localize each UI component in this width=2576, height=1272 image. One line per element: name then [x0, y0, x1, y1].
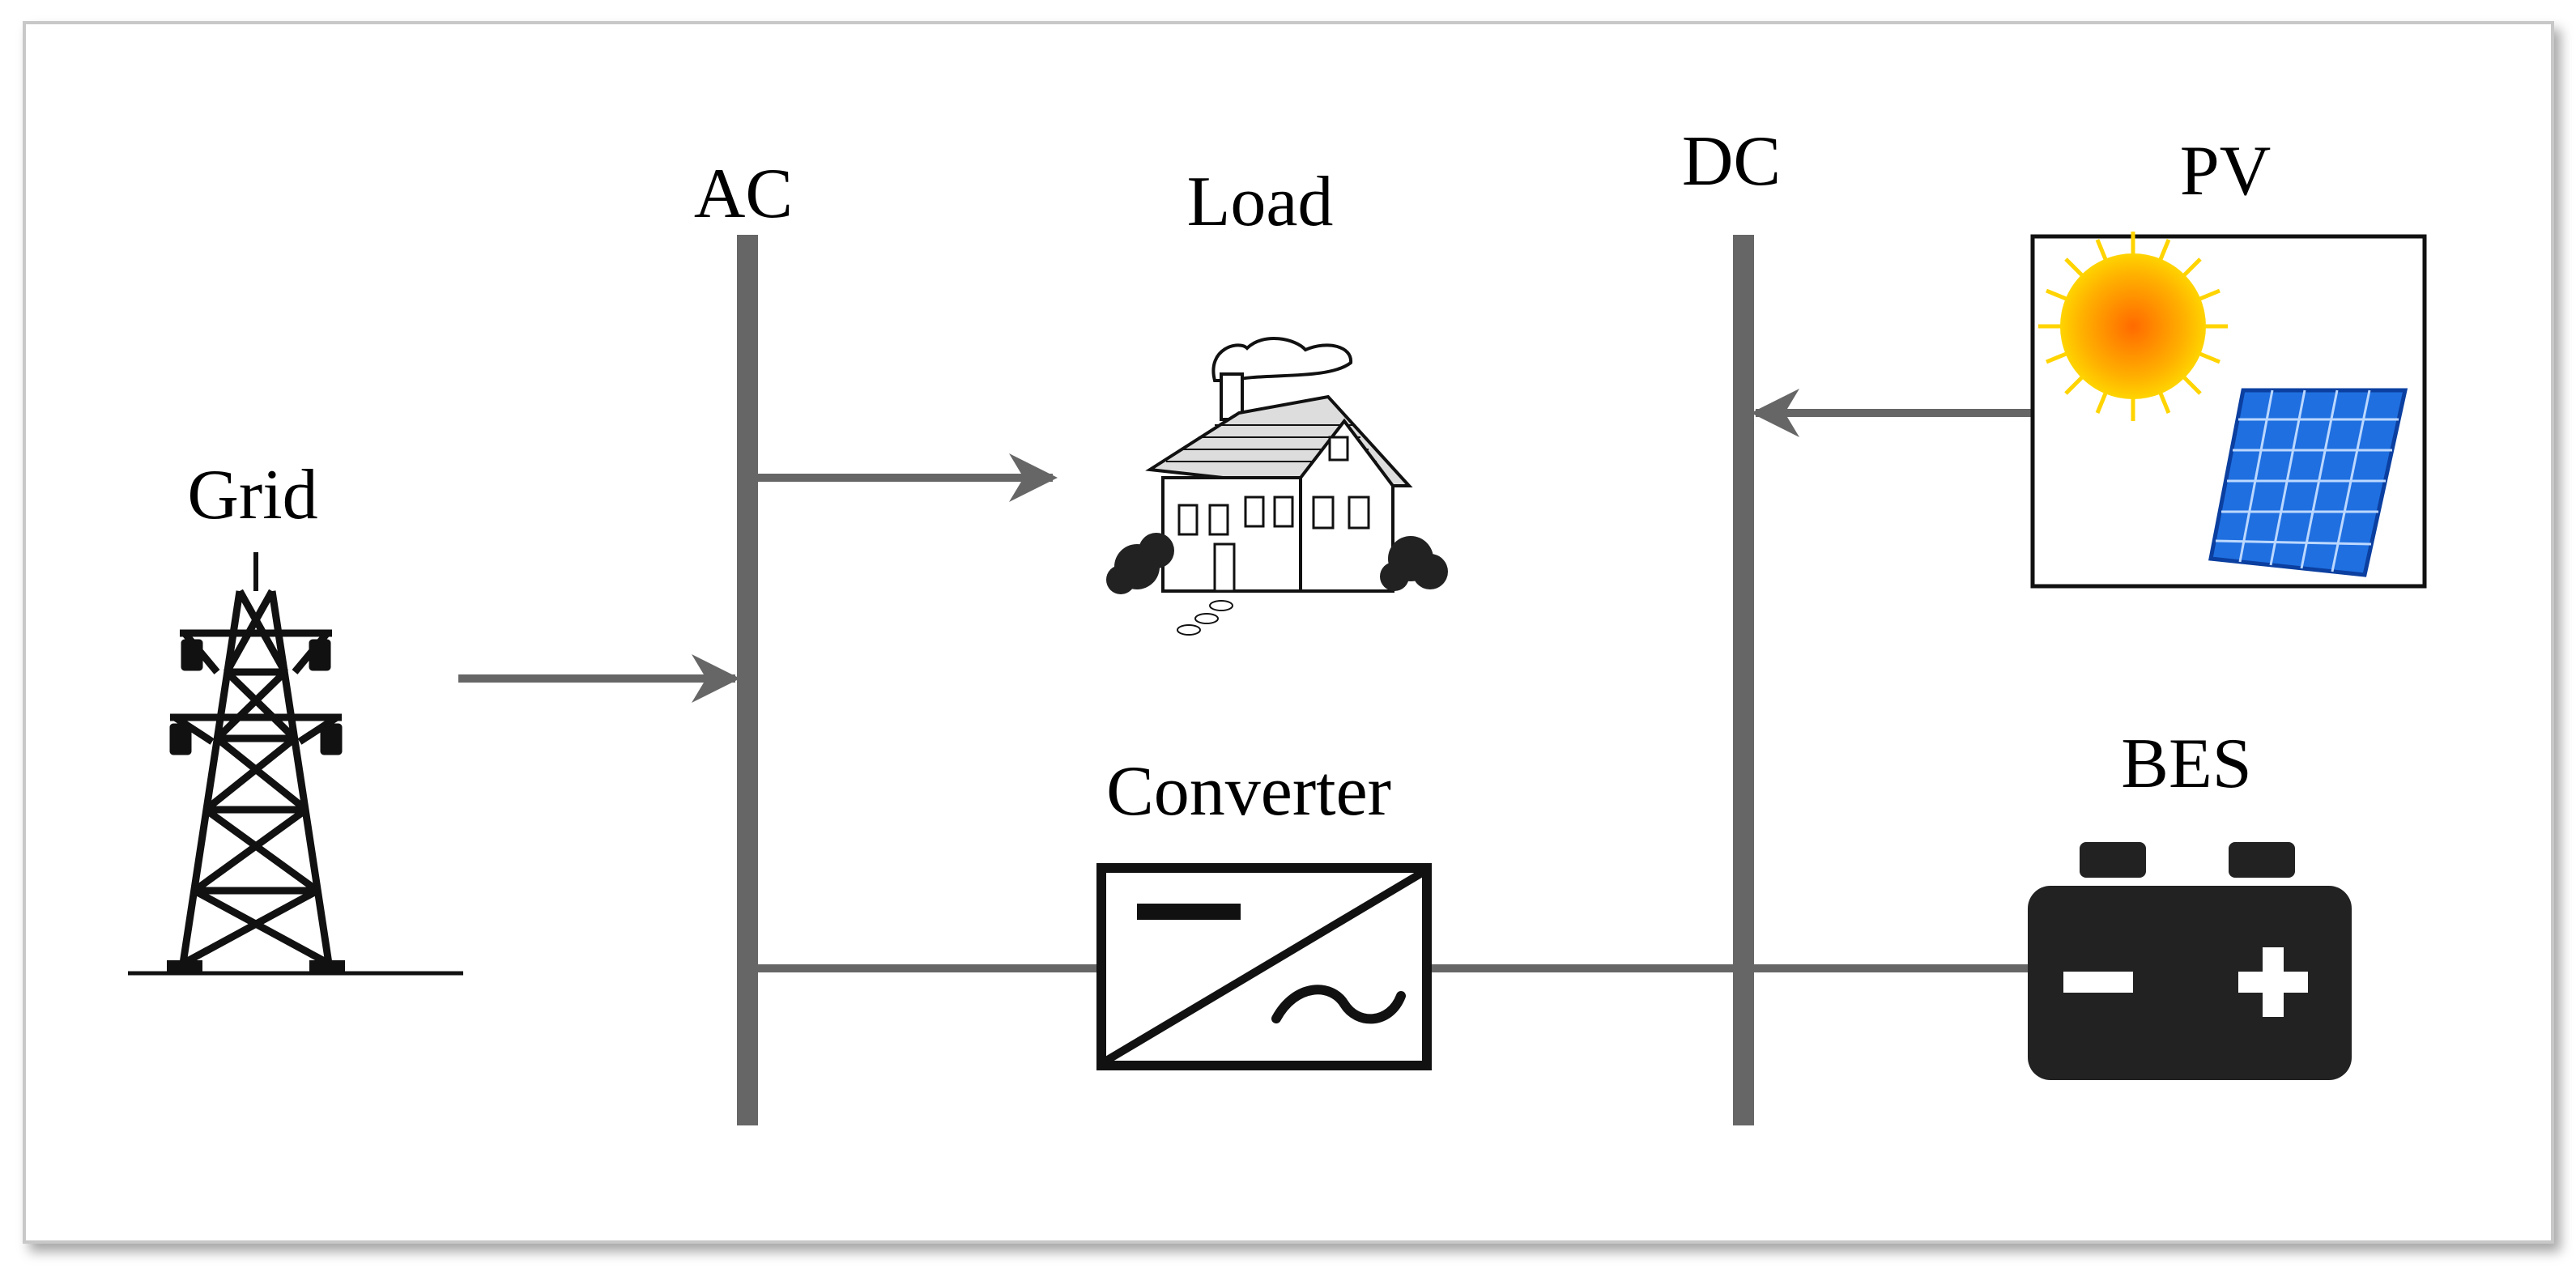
- load-label: Load: [1187, 163, 1334, 241]
- bes-label: BES: [2121, 725, 2251, 803]
- converter-label: Converter: [1106, 752, 1391, 831]
- pv-label: PV: [2180, 132, 2272, 211]
- dc-ac-converter-icon: [1096, 863, 1432, 1070]
- ac-bus-label: AC: [694, 155, 793, 233]
- transmission-tower-icon: [128, 552, 463, 976]
- sun-and-solar-panel-icon: [2030, 232, 2427, 589]
- dc-bus-bar: [1733, 235, 1754, 1125]
- grid-label: Grid: [187, 456, 317, 534]
- battery-icon: [2028, 842, 2352, 1080]
- house-icon: [1106, 337, 1448, 636]
- ac-bus-bar: [737, 235, 758, 1125]
- dc-bus-label: DC: [1682, 122, 1781, 201]
